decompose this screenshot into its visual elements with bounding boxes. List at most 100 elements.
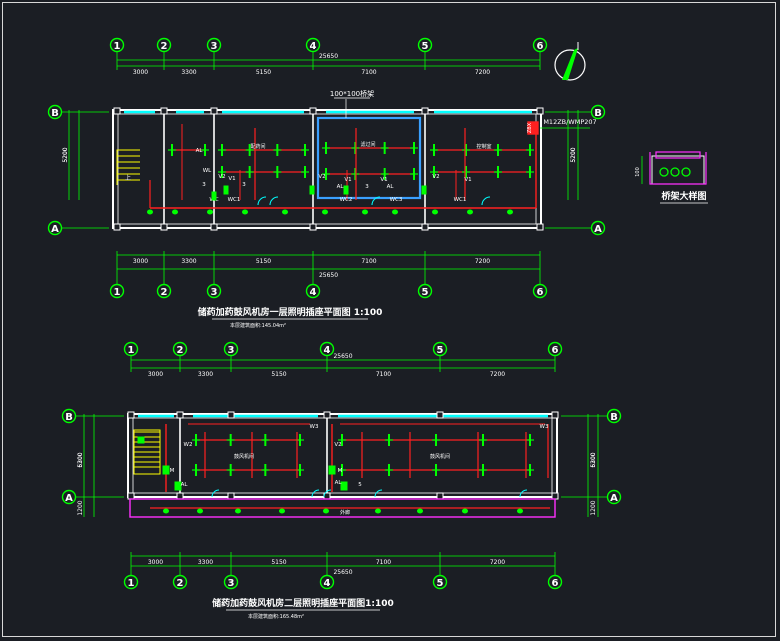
floor2-column (323, 411, 331, 419)
floor1-dim-bottom: 7100 (361, 258, 376, 265)
floor2-column (127, 492, 135, 500)
floor2-socket (375, 508, 381, 514)
floor2-dim-bottom: 3000 (148, 559, 163, 566)
floor1-overall-dim-top: 25650 (319, 53, 338, 60)
floor1-panel-code: ZBX (527, 122, 533, 133)
floor1-circuit-label: AL (387, 184, 395, 190)
floor1-socket (322, 209, 328, 215)
floor1-column (113, 107, 121, 115)
floor2-column (436, 411, 444, 419)
floor1-socket (147, 209, 153, 215)
floor1-axis-left-B-circle (47, 104, 63, 120)
floor2-stair-outline (133, 429, 161, 475)
floor2-circuit-label: AL (335, 480, 343, 486)
floor1-column (421, 107, 429, 115)
floor1-circuit-label: V1 (228, 176, 235, 182)
floor1-axis-bottom-3-circle (206, 283, 222, 299)
floor2-column (227, 492, 235, 500)
floor1-axis-top-2-circle (156, 37, 172, 53)
floor2-axis-top-3: 3 (228, 345, 235, 356)
floor2-switch (340, 481, 348, 491)
tray-detail-cable (659, 167, 669, 177)
floor2-door-swing (323, 489, 332, 498)
floor2-outer-wall (127, 413, 558, 498)
floor2-axis-top-4: 4 (324, 345, 331, 356)
floor2-room-label: 鼓风机间 (234, 453, 254, 460)
floor1-axis-top-4: 4 (310, 41, 317, 52)
floor2-axis-top-6: 6 (552, 345, 559, 356)
floor2-socket (235, 508, 241, 514)
floor1-dim-left: 5200 (62, 147, 69, 162)
floor2-dim-right: 6300 (590, 452, 597, 467)
tray-detail-outline (649, 152, 707, 185)
floor2-drawing-title: 储药加药鼓风机房二层照明插座平面图1:100 (212, 597, 394, 609)
floor1-axis-left-A-circle (47, 220, 63, 236)
floor2-axis-top-1-circle (123, 341, 139, 357)
floor2-dim-left: 6300 (77, 452, 84, 467)
floor1-column (309, 223, 317, 231)
floor2-switch (328, 465, 336, 475)
floor1-axis-top-4-circle (305, 37, 321, 53)
floor2-door-swing (519, 489, 528, 498)
floor1-socket (467, 209, 473, 215)
floor2-axis-top-6-circle (547, 341, 563, 357)
floor1-axis-right-B: B (594, 108, 602, 119)
floor1-switch (309, 185, 315, 195)
floor2-circuit-label: M (170, 468, 175, 474)
floor1-axis-bottom-6: 6 (537, 287, 544, 298)
floor1-axis-bottom-2: 2 (161, 287, 168, 298)
floor1-door-swing (257, 196, 267, 206)
floor2-axis-top-2-circle (172, 341, 188, 357)
floor1-room-label: 配药间 (250, 143, 265, 150)
floor1-axis-top-1: 1 (114, 41, 121, 52)
floor1-socket (282, 209, 288, 215)
floor2-circuit-label: M (338, 468, 343, 474)
floor2-axis-bottom-3: 3 (228, 578, 235, 589)
floor2-dim-bottom: 7100 (376, 559, 391, 566)
floor1-drawing-title: 储药加药鼓风机房一层照明插座平面图 1:100 (198, 306, 383, 318)
floor1-socket (432, 209, 438, 215)
floor2-dim-top: 7100 (376, 371, 391, 378)
floor2-circuit-label: W3 (310, 424, 319, 430)
tray-detail-lid (655, 151, 701, 159)
north-arrow-circle (554, 49, 586, 81)
floor2-inner-wall (132, 417, 553, 494)
floor1-dim-bottom: 7200 (475, 258, 490, 265)
floor2-dim-top: 3300 (198, 371, 213, 378)
floor1-overall-dim-bottom: 25650 (319, 272, 338, 279)
floor1-axis-bottom-1-circle (109, 283, 125, 299)
floor2-axis-top-1: 1 (128, 345, 135, 356)
floor2-switch (174, 481, 182, 491)
floor1-axis-bottom-6-circle (532, 283, 548, 299)
floor1-axis-bottom-2-circle (156, 283, 172, 299)
floor1-room-label: 滤过间 (360, 141, 375, 148)
floor1-column (536, 223, 544, 231)
floor1-circuit-label: AL (337, 184, 345, 190)
floor1-axis-top-6-circle (532, 37, 548, 53)
floor2-corridor (129, 498, 556, 518)
floor1-dim-top: 5150 (256, 69, 271, 76)
floor1-dim-left: 5200 (62, 147, 69, 162)
floor1-axis-right-A: A (594, 224, 602, 235)
tray-detail-cable (681, 167, 691, 177)
floor1-socket (507, 209, 513, 215)
floor1-circuit-label: V1 (464, 177, 471, 183)
floor2-dim-top: 3000 (148, 371, 163, 378)
floor1-circuit-label: AL (196, 148, 204, 154)
floor2-axis-top-5: 5 (437, 345, 444, 356)
floor1-axis-left-B: B (51, 108, 59, 119)
floor1-axis-bottom-5: 5 (422, 287, 429, 298)
floor2-dim-top: 7200 (490, 371, 505, 378)
floor1-column (421, 223, 429, 231)
floor2-socket (417, 508, 423, 514)
floor2-axis-right-B: B (610, 412, 618, 423)
floor2-column (176, 411, 184, 419)
floor2-axis-left-B-circle (61, 408, 77, 424)
floor1-circuit-label: V2 (318, 174, 325, 180)
floor2-axis-left-A-circle (61, 489, 77, 505)
floor1-switch (343, 185, 349, 195)
floor2-axis-bottom-4-circle (319, 574, 335, 590)
floor2-dim-right: 1200 (590, 500, 597, 515)
